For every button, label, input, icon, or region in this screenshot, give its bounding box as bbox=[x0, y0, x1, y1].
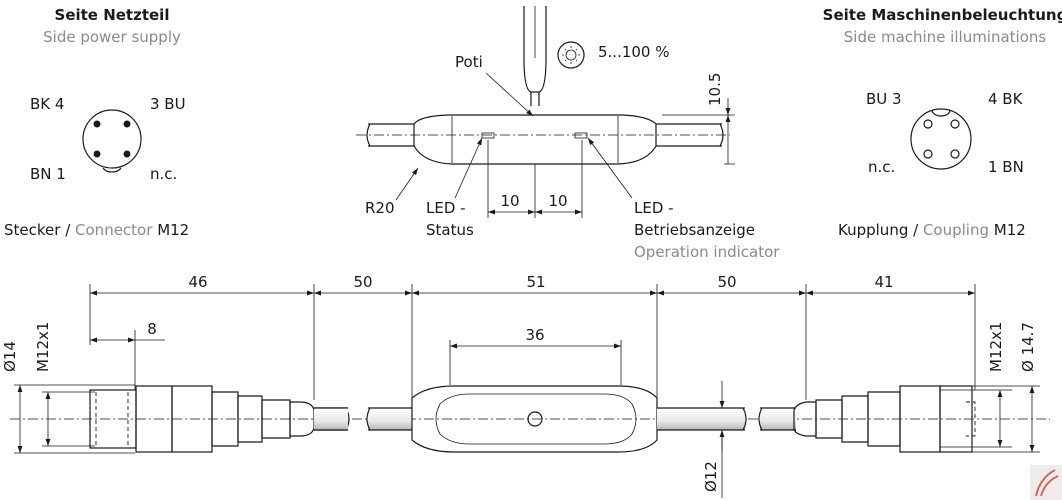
pin-bn1-label-right: 1 BN bbox=[988, 158, 1024, 176]
pin-bk4-label: BK 4 bbox=[30, 95, 64, 113]
dim-10-right: 10 bbox=[548, 192, 567, 210]
led-operation-en: Operation indicator bbox=[634, 243, 780, 261]
dim-8: 8 bbox=[147, 320, 157, 338]
right-coupling-block: Seite Maschinenbeleuchtung Side machine … bbox=[823, 6, 1062, 239]
female-coupling-face-icon bbox=[910, 108, 972, 170]
potentiometer-icon bbox=[527, 411, 543, 427]
pin-nc-label: n.c. bbox=[150, 165, 177, 183]
coupling-label: Kupplung / Coupling M12 bbox=[838, 221, 1026, 239]
connector-label: Stecker / Connector M12 bbox=[4, 221, 189, 239]
led-operation-icon bbox=[574, 132, 588, 139]
brightness-icon bbox=[557, 41, 585, 69]
pin-bu3-label-right: BU 3 bbox=[866, 90, 902, 108]
left-connector-block: Seite Netzteil Side power supply BK 4 3 … bbox=[4, 6, 189, 239]
right-subtitle: Side machine illuminations bbox=[844, 28, 1047, 46]
dim-dia14: Ø14 bbox=[1, 341, 19, 372]
led-status-line1: LED - bbox=[426, 199, 466, 217]
led-operation-line1: LED - bbox=[634, 199, 674, 217]
assembly-side-view: 46 50 51 50 41 8 36 Ø14 M12x1 bbox=[1, 273, 1050, 498]
male-connector-face-icon bbox=[82, 109, 142, 173]
pin-bk4-label-right: 4 BK bbox=[988, 90, 1024, 108]
dim-height: 10.5 bbox=[706, 73, 724, 106]
led-status-line2: Status bbox=[426, 221, 474, 239]
dim-dia12: Ø12 bbox=[702, 461, 720, 492]
left-title: Seite Netzteil bbox=[55, 6, 170, 24]
dim-m12-left: M12x1 bbox=[34, 322, 52, 372]
dimmer-side-view: Ø12 bbox=[366, 381, 747, 498]
dim-51: 51 bbox=[526, 273, 545, 291]
dim-41: 41 bbox=[874, 273, 893, 291]
dim-50-right: 50 bbox=[717, 273, 736, 291]
led-status-icon bbox=[481, 132, 495, 139]
dim-50-left: 50 bbox=[353, 273, 372, 291]
dim-36: 36 bbox=[525, 326, 544, 344]
led-operation-line2: Betriebsanzeige bbox=[634, 221, 755, 239]
screwdriver-icon bbox=[523, 6, 547, 106]
female-coupling-side bbox=[758, 385, 976, 453]
dim-m12-right: M12x1 bbox=[987, 322, 1005, 372]
poti-label: Poti bbox=[455, 53, 483, 71]
dim-46: 46 bbox=[188, 273, 207, 291]
pin-bu3-label: 3 BU bbox=[150, 95, 186, 113]
male-connector-side bbox=[89, 385, 350, 453]
brand-mark-icon bbox=[1030, 465, 1062, 500]
dim-dia147: Ø 14.7 bbox=[1019, 322, 1037, 372]
pin-bn1-label: BN 1 bbox=[30, 165, 66, 183]
right-title: Seite Maschinenbeleuchtung bbox=[823, 6, 1062, 24]
dimmer-body bbox=[413, 114, 657, 165]
poti-range-label: 5...100 % bbox=[598, 43, 670, 61]
dim-10-left: 10 bbox=[500, 192, 519, 210]
dimmer-top-view: 5...100 % Poti 10.5 R20 LED - Status LED… bbox=[356, 6, 780, 261]
radius-label: R20 bbox=[365, 199, 395, 217]
left-subtitle: Side power supply bbox=[43, 28, 181, 46]
pin-nc-label-right: n.c. bbox=[868, 158, 895, 176]
